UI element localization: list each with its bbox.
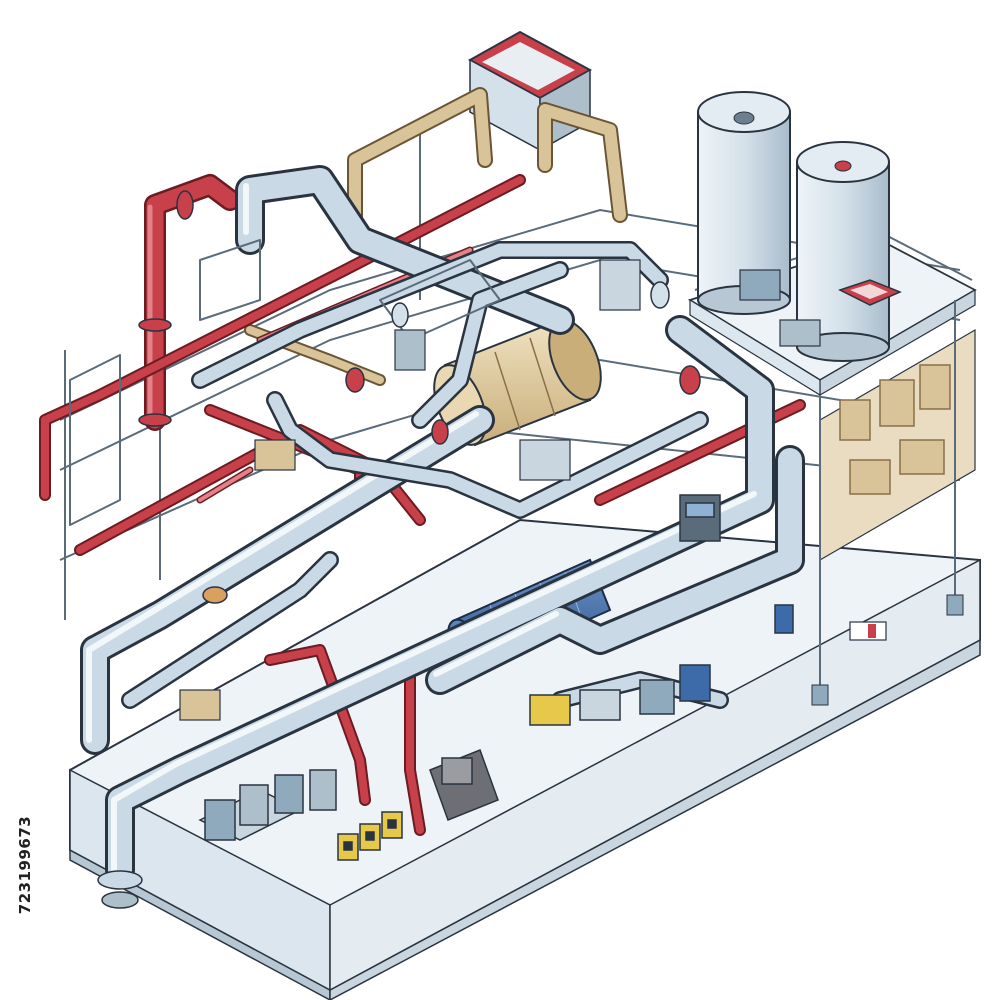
storage-tank-right [796,141,890,362]
pump-icon [198,604,794,841]
base-platform [69,518,981,1000]
equipment-boxes [179,259,821,721]
valve-icon [97,190,701,909]
stock-id-label: 723199673 [16,815,34,915]
hot-pipe-network [39,174,806,836]
tank-hatch-icon [838,279,902,306]
steel-pipe-network [69,165,805,885]
storage-tank-left [697,91,791,315]
control-panel-icon [337,494,721,861]
status-marker [849,621,887,641]
stock-id-watermark: 723199673 [14,765,36,965]
